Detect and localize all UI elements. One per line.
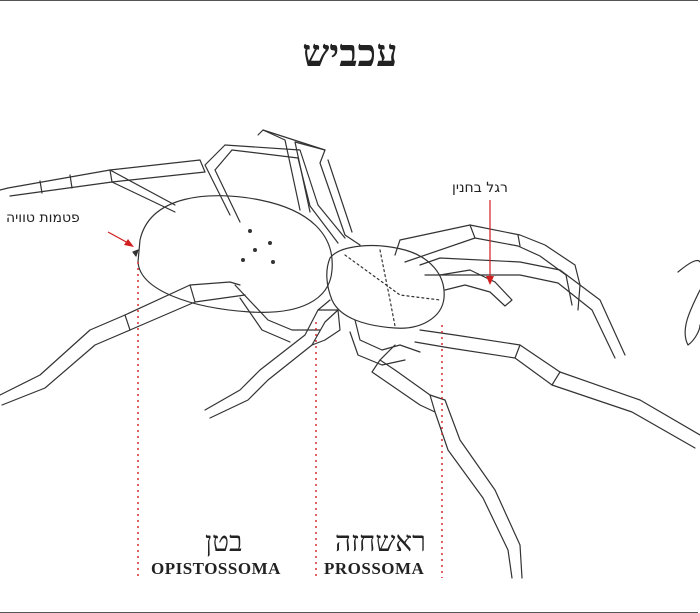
leg-rear-upper [0,159,206,213]
leg-front-middle [419,257,626,359]
leg-front-upper [394,224,581,311]
label-cephalothorax-hebrew: ראשחזה [335,525,426,558]
label-cephalothorax-latin: PROSSOMA [324,559,425,578]
label-pedipalp: רגל בחנין [452,180,508,196]
leg-right-lower [414,329,700,449]
edge-fragment-2 [684,289,700,346]
diagram-title: עכביש [302,30,398,75]
leg-left-lower [204,299,341,419]
label-abdomen-hebrew: בטן [205,525,243,558]
leg-right-bottom [371,344,523,579]
edge-fragment [677,259,700,273]
leg-left-rear [0,281,321,406]
pointer-spinnerets [107,231,134,247]
abdomen [137,195,333,313]
pedipalp [439,269,513,307]
leg-center-lower [349,319,421,366]
pointer-pedipalp [486,200,494,285]
leg-top-left [204,144,346,244]
cephalothorax [326,245,445,329]
label-spinnerets: פטמות טוויה [6,210,80,226]
spinnerets [132,249,139,257]
leg-top-right [257,129,361,246]
abdomen-spots [241,229,275,264]
label-abdomen-latin: OPISTOSSOMA [151,559,281,578]
